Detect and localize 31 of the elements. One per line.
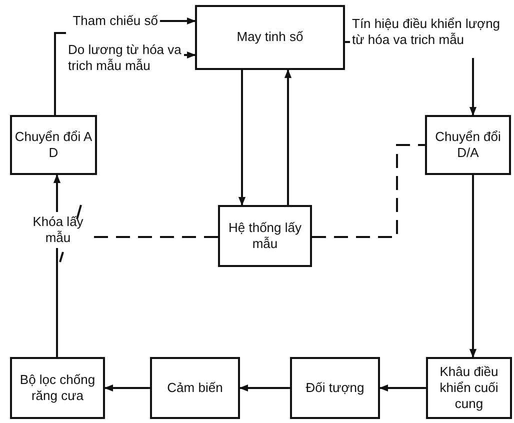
arrow <box>379 384 426 392</box>
box-label: Chuyển đổi A D <box>14 128 93 162</box>
process-box <box>10 357 105 419</box>
process-box <box>10 115 97 175</box>
arrow <box>184 51 196 59</box>
arrow <box>239 384 290 392</box>
box-label: Đối tượng <box>306 380 364 396</box>
box-label: Khâu điều khiển cuối cung <box>438 364 500 412</box>
process-box <box>150 357 240 419</box>
box-label: Cảm biến <box>167 380 223 396</box>
process-box <box>195 5 345 70</box>
box-label: Bộ lọc chống răng cưa <box>18 372 96 404</box>
process-box <box>218 205 312 267</box>
box-label: May tinh số <box>236 29 304 46</box>
signal-label: Tín hiệu điều khiển lượng từ hóa va trich mẫu <box>350 6 512 58</box>
process-box <box>425 115 511 175</box>
signal-label: Do lương từ hóa va trich mẫu mẫu <box>66 28 184 88</box>
process-box <box>426 357 512 419</box>
arrow <box>53 174 61 212</box>
signal-label: Khóa lấy mẫu <box>26 212 90 248</box>
arrow <box>284 69 292 205</box>
dashed-connector <box>312 144 425 238</box>
box-label: Chuyển đổi D/A <box>434 128 502 162</box>
arrow <box>160 17 196 25</box>
box-label: Hệ thống lấy mẫu <box>228 220 302 252</box>
signal-label: Tham chiếu số <box>46 12 160 30</box>
arrow <box>469 58 477 116</box>
process-box <box>290 357 380 419</box>
arrow <box>469 175 477 358</box>
arrow <box>238 70 246 206</box>
arrow <box>104 384 150 392</box>
